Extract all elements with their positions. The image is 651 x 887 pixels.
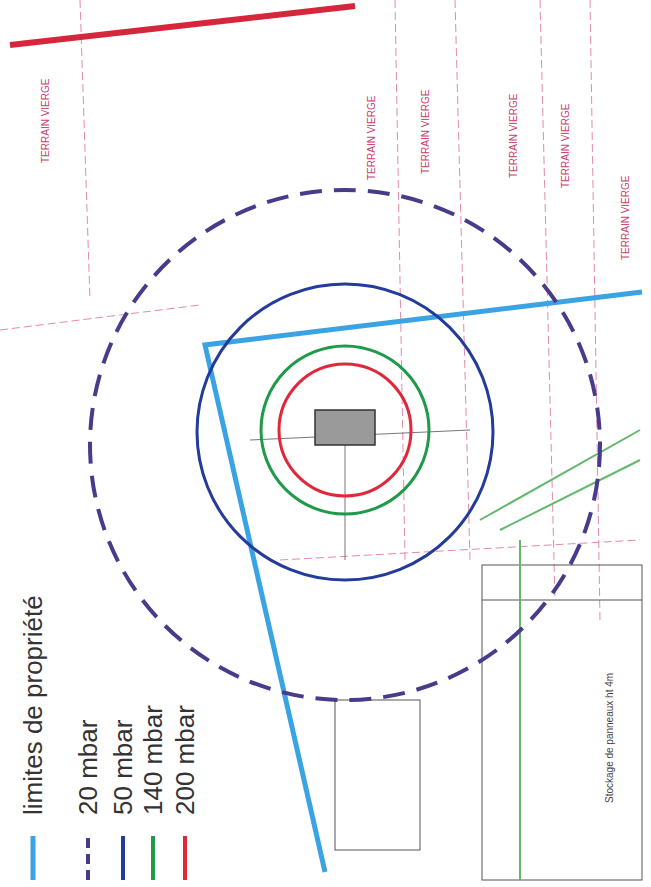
zone-50-mbar (197, 284, 493, 580)
legend-entry: 140 mbar (138, 522, 168, 882)
legend-line-sample (170, 832, 200, 882)
zone-140-mbar (261, 346, 429, 514)
storage-building (315, 410, 375, 445)
legend: limites de propriété 20 mbar50 mbar140 mb… (10, 522, 210, 882)
parcel-label: TERRAIN VIERGE (366, 94, 378, 182)
legend-text: 200 mbar (170, 702, 200, 818)
legend-text: 20 mbar (73, 717, 103, 818)
zone-200-mbar (279, 364, 411, 496)
legend-line-sample (108, 832, 138, 882)
legend-entry: 200 mbar (170, 522, 200, 882)
legend-entry: 20 mbar (73, 522, 103, 882)
parcel-lines (0, 0, 640, 620)
legend-text: 140 mbar (138, 702, 168, 818)
parcel-label: TERRAIN VIERGE (420, 88, 432, 176)
legend-line-sample (18, 832, 48, 882)
legend-text: limites de propriété (18, 592, 48, 818)
building-outlines (250, 430, 642, 880)
parcel-label: TERRAIN VIERGE (560, 102, 572, 190)
legend-text: 50 mbar (108, 717, 138, 818)
parcel-label: TERRAIN VIERGE (40, 77, 52, 165)
storage-label: Stockage de panneaux ht 4m (604, 671, 616, 805)
network-lines (480, 430, 640, 880)
parcel-label: TERRAIN VIERGE (620, 174, 632, 262)
legend-entry: limites de propriété (18, 522, 48, 882)
legend-line-sample (73, 832, 103, 882)
legend-entry: 50 mbar (108, 522, 138, 882)
parcel-label: TERRAIN VIERGE (508, 92, 520, 180)
property-limit (205, 292, 642, 872)
road-line (10, 6, 355, 45)
zone-20-mbar (90, 190, 600, 700)
legend-line-sample (138, 832, 168, 882)
